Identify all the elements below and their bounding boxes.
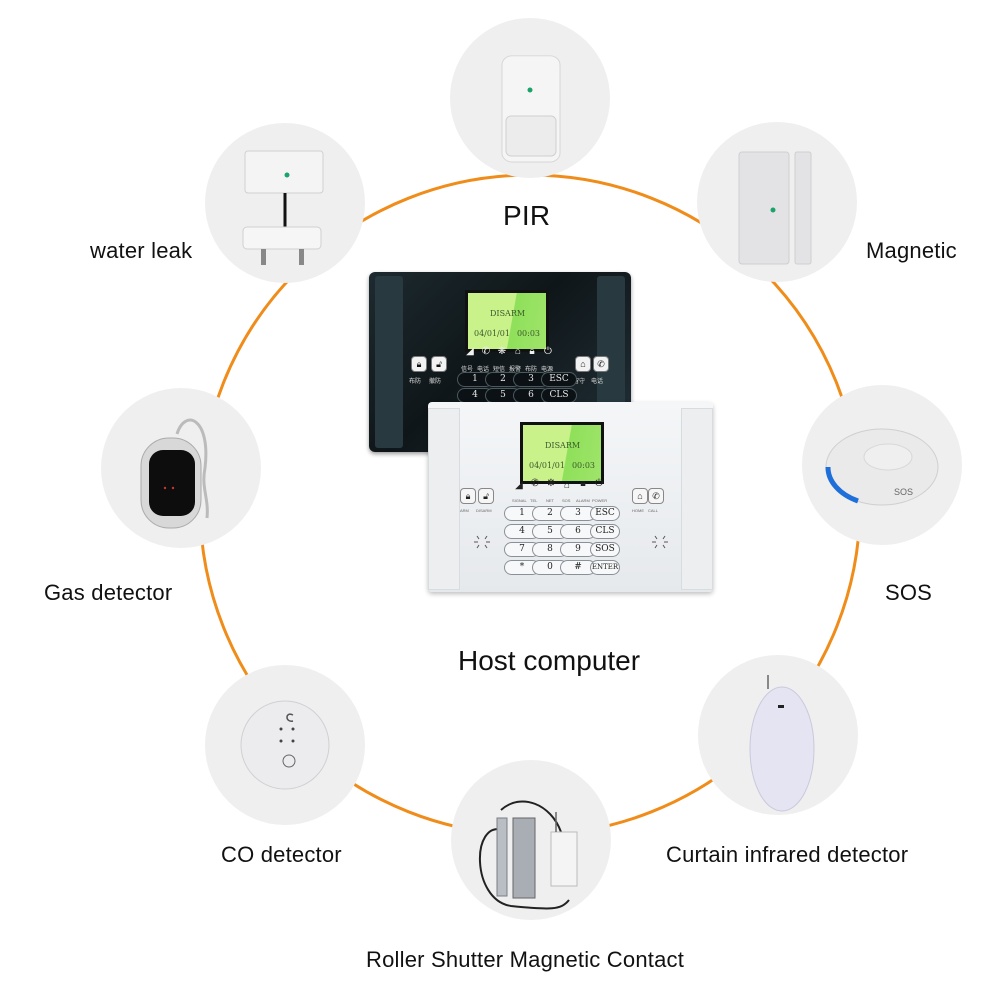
device-label-pir: PIR <box>503 200 551 231</box>
call-button[interactable]: ✆ <box>593 356 609 372</box>
status-label: SIGNAL <box>512 498 527 503</box>
status-label: TEL <box>530 498 538 503</box>
key-3[interactable]: 3 <box>513 372 549 387</box>
status-label: POWER <box>592 498 608 503</box>
key-cls[interactable]: CLS <box>541 388 577 403</box>
sos-button-icon: SOS <box>825 428 939 506</box>
panel-side <box>375 276 403 448</box>
host-title: Host computer <box>458 645 641 676</box>
status-label: NET <box>546 498 554 503</box>
status-label: 电话 <box>477 367 490 373</box>
alarm-icon: ⌂ <box>563 480 571 491</box>
host-panel-white: DISARM 04/01/01 00:03 ◢ ✆ ❋ ⌂ 🔒︎ ⏻ SIGNA… <box>428 402 713 592</box>
call-label: CALL <box>648 508 659 513</box>
device-node-gas[interactable] <box>101 388 261 548</box>
key-2[interactable]: 2 <box>532 506 568 521</box>
home-button[interactable]: ⌂ <box>632 488 648 504</box>
network-icon: ❋ <box>497 346 507 357</box>
alarm-icon: ⌂ <box>514 346 522 357</box>
status-label: 布防 <box>525 367 538 373</box>
phone-icon: ✆ <box>481 346 491 357</box>
device-node-curtain[interactable] <box>698 655 858 815</box>
device-node-water[interactable] <box>205 123 365 283</box>
phone-icon: ✆ <box>530 478 540 489</box>
key-3[interactable]: 3 <box>560 506 596 521</box>
co-detector-icon <box>240 700 330 790</box>
device-label-water: water leak <box>90 238 193 263</box>
device-label-curtain: Curtain infrared detector <box>666 842 909 867</box>
device-label-sos: SOS <box>885 580 933 605</box>
lcd-status: DISARM <box>490 309 526 318</box>
device-node-pir[interactable] <box>450 18 610 178</box>
disarm-button[interactable]: 🔓︎ <box>478 488 494 504</box>
status-label: 报警 <box>509 367 522 373</box>
device-node-roller[interactable] <box>451 760 611 920</box>
lock-icon: 🔒︎ <box>529 346 535 357</box>
home-button[interactable]: ⌂ <box>575 356 591 372</box>
lcd-status: DISARM <box>545 441 581 450</box>
roller-shutter-contact-icon <box>478 800 578 910</box>
signal-icon: ◢ <box>515 480 523 491</box>
home-label: HOME <box>632 508 644 513</box>
speaker-icon <box>652 535 668 549</box>
key-4[interactable]: 4 <box>504 524 540 539</box>
power-icon: ⏻ <box>544 346 552 357</box>
key-esc[interactable]: ESC <box>590 506 620 521</box>
device-node-co[interactable] <box>205 665 365 825</box>
lcd-time: 00:03 <box>516 329 540 338</box>
call-label: 电话 <box>591 379 604 385</box>
lcd-time: 00:03 <box>571 461 595 470</box>
status-label: 电源 <box>541 367 554 373</box>
speaker-icon <box>474 535 490 549</box>
status-label: 信号 <box>461 367 474 373</box>
disarm-label: DISARM <box>476 508 492 513</box>
lock-icon: 🔒︎ <box>580 478 586 489</box>
lcd-date: 04/01/01 <box>474 329 510 338</box>
call-button[interactable]: ✆ <box>648 488 664 504</box>
device-label-magnetic: Magnetic <box>866 238 957 263</box>
arm-button[interactable]: 🔒︎ <box>460 488 476 504</box>
power-icon: ⏻ <box>595 478 603 489</box>
lcd-display-dark: DISARM 04/01/01 00:03 <box>465 290 549 352</box>
arm-label: ARM <box>460 508 469 513</box>
key-esc[interactable]: ESC <box>541 372 577 387</box>
device-label-roller: Roller Shutter Magnetic Contact <box>366 947 685 972</box>
status-label: SOS <box>562 498 571 503</box>
curtain-detector-icon <box>749 675 815 812</box>
panel-side <box>681 408 713 590</box>
pir-sensor-icon <box>501 55 561 163</box>
gas-detector-icon <box>140 418 209 529</box>
device-node-magnetic[interactable] <box>697 122 857 282</box>
key-sos[interactable]: SOS <box>590 542 620 557</box>
device-label-co: CO detector <box>221 842 342 867</box>
water-leak-icon <box>242 150 324 265</box>
device-label-gas: Gas detector <box>44 580 173 605</box>
status-label: ALARM <box>576 498 590 503</box>
panel-side <box>428 408 460 590</box>
status-label: 短信 <box>493 367 506 373</box>
door-contact-icon <box>738 151 812 265</box>
disarm-label: 撤防 <box>429 379 442 385</box>
lcd-date: 04/01/01 <box>529 461 565 470</box>
key-enter[interactable]: ENTER <box>590 560 620 575</box>
home-label: 留守 <box>573 379 586 385</box>
signal-icon: ◢ <box>466 346 474 357</box>
sos-badge: SOS <box>894 487 913 497</box>
key-cls[interactable]: CLS <box>590 524 620 539</box>
lcd-display-white: DISARM 04/01/01 00:03 <box>520 422 604 484</box>
network-icon: ❋ <box>546 478 556 489</box>
disarm-button[interactable]: 🔓︎ <box>431 356 447 372</box>
arm-button[interactable]: 🔒︎ <box>411 356 427 372</box>
device-node-sos[interactable]: SOS <box>802 385 962 545</box>
key-1[interactable]: 1 <box>457 372 493 387</box>
arm-label: 布防 <box>409 379 422 385</box>
